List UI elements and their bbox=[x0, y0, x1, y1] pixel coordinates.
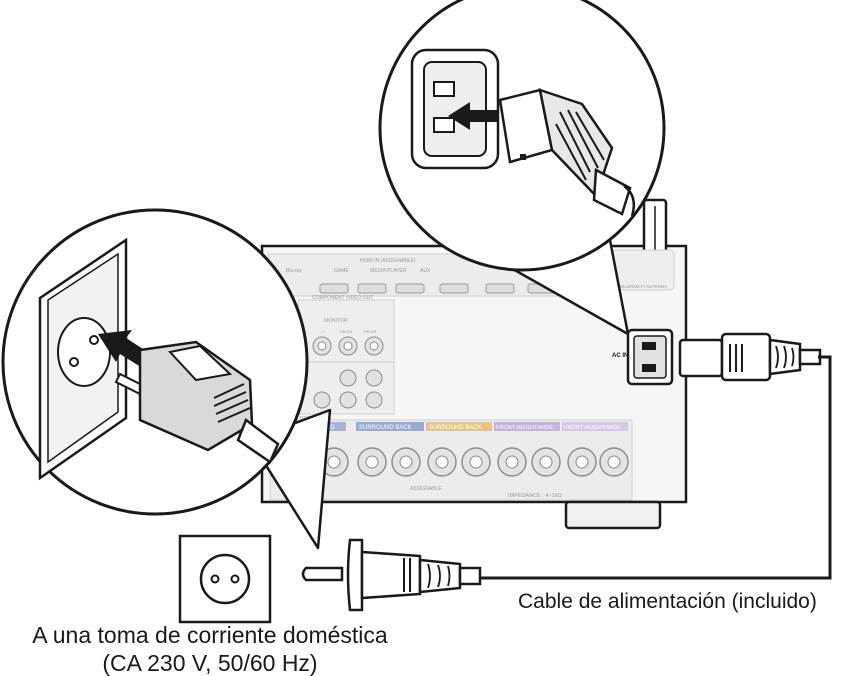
assignable-label: ASSIGNABLE bbox=[410, 486, 442, 492]
cable-caption: Cable de alimentación (incluido) bbox=[518, 590, 817, 613]
pre-out-block: PRE OUT bbox=[297, 361, 395, 422]
antenna: Bluetooth/Wi-Fi ANTENNA bbox=[611, 198, 675, 291]
insert-arrow-icon bbox=[448, 102, 498, 130]
rca-jack bbox=[339, 369, 357, 387]
surround-back-2-label: SURROUND BACK bbox=[429, 425, 482, 431]
front-height-2-accent bbox=[562, 422, 628, 431]
hdmi-in-label: HDMI IN (ASSIGNABLE) bbox=[360, 258, 416, 264]
socket-hole bbox=[230, 574, 240, 584]
component-video-out-label: COMPONENT VIDEO OUT bbox=[312, 295, 373, 301]
impedance-label: IMPEDANCE : 4~16Ω bbox=[508, 493, 562, 499]
ac-inlet-pin bbox=[642, 342, 656, 350]
hdmi-port bbox=[485, 283, 515, 294]
component-pr-label: PR/CR bbox=[364, 329, 377, 334]
rca-jack bbox=[313, 391, 331, 409]
front-height-1-label: FRONT HEIGHT/WIDE bbox=[496, 425, 553, 431]
hdmi-aux-label: AUX bbox=[420, 268, 431, 274]
hdmi-port bbox=[439, 283, 469, 294]
zoom-callout-wall-socket bbox=[1, 208, 332, 550]
ac-inlet-pin bbox=[642, 364, 656, 372]
outlet-caption-line1: A una toma de corriente doméstica bbox=[32, 622, 388, 648]
front-height-1-accent bbox=[494, 422, 560, 431]
power-cord bbox=[478, 355, 832, 580]
wall-plug-bottom bbox=[301, 538, 482, 612]
ac-inlet: AC IN bbox=[612, 328, 674, 386]
component-video-block: COMPONENT VIDEO OUT MONITOR Y PB/CB PR/C… bbox=[297, 295, 395, 363]
rca-jack bbox=[365, 391, 383, 409]
hdmi-port bbox=[319, 283, 349, 294]
hdmi-bluray-label: Blu-ray bbox=[286, 268, 302, 274]
surround-back-2-accent bbox=[426, 422, 492, 431]
socket-hole bbox=[210, 574, 220, 584]
hdmi-port bbox=[357, 283, 387, 294]
zoom-inlet-pin bbox=[433, 81, 455, 97]
iec-plug-on-receiver bbox=[678, 332, 822, 382]
outlet-caption-line2: (CA 230 V, 50/60 Hz) bbox=[102, 650, 318, 676]
antenna-label: Bluetooth/Wi-Fi ANTENNA bbox=[614, 284, 667, 289]
ac-in-label: AC IN bbox=[612, 353, 628, 359]
zoom-callout-ac-inlet bbox=[378, 0, 666, 336]
component-y-label: Y bbox=[322, 329, 325, 334]
surround-back-accent bbox=[356, 422, 424, 431]
rca-jack bbox=[365, 369, 383, 387]
rca-jack bbox=[339, 391, 357, 409]
zoom-socket-hole bbox=[69, 357, 79, 367]
surround-back-label: SURROUND BACK bbox=[359, 425, 412, 431]
receiver-foot bbox=[564, 500, 662, 530]
hdmi-media-player-label: MEDIA PLAYER bbox=[370, 268, 407, 274]
monitor-label: MONITOR bbox=[324, 318, 348, 324]
hdmi-port bbox=[395, 283, 425, 294]
zoom-inlet-pin bbox=[433, 117, 455, 133]
hdmi-game-label: GAME bbox=[334, 268, 349, 274]
zoom-socket-hole bbox=[89, 335, 99, 345]
wall-socket-icon bbox=[178, 534, 272, 624]
front-height-2-label: FRONT HEIGHT/WIDE bbox=[564, 425, 621, 431]
component-pb-label: PB/CB bbox=[340, 329, 352, 334]
